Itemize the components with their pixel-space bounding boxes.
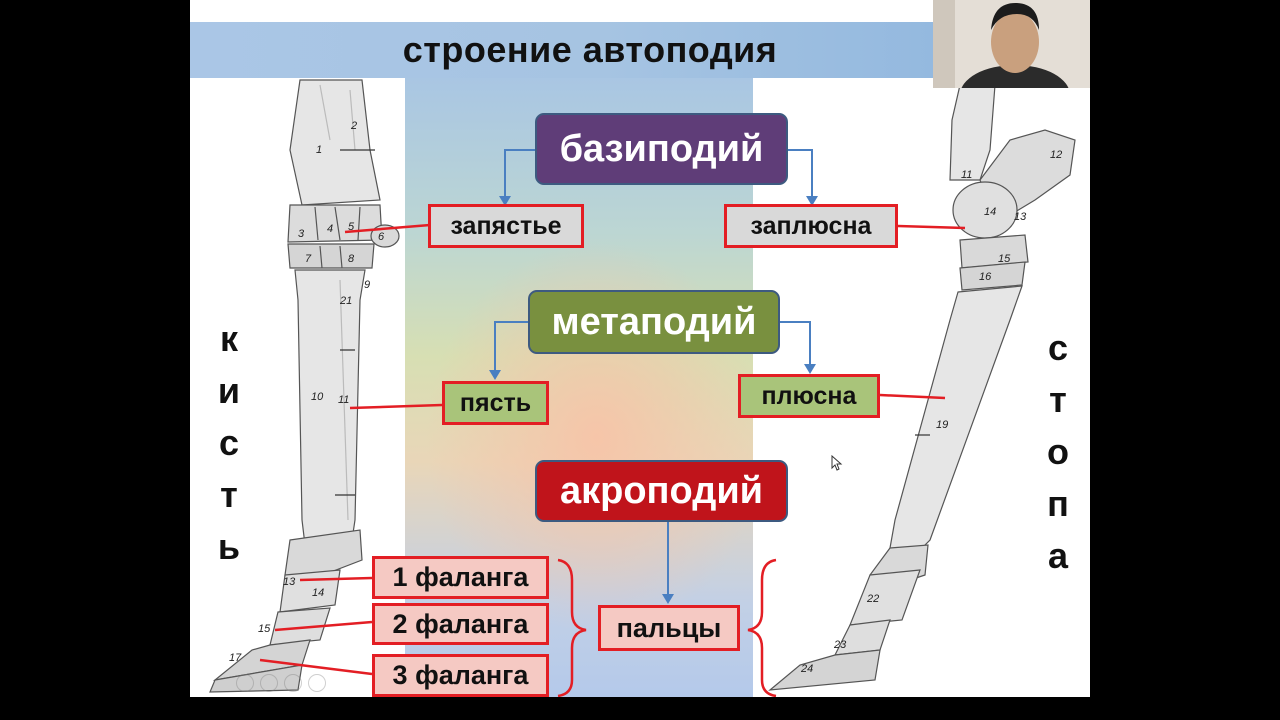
svg-text:11: 11 <box>961 169 972 181</box>
forelimb-letter: и <box>209 365 249 417</box>
basipodium-box: базиподий <box>535 113 788 185</box>
svg-text:10: 10 <box>311 391 324 403</box>
svg-text:23: 23 <box>833 639 847 651</box>
hindlimb-letter: т <box>1038 374 1078 426</box>
hindlimb-letter: с <box>1038 322 1078 374</box>
svg-text:21: 21 <box>339 295 352 307</box>
slide-title: строение автоподия <box>190 22 890 78</box>
forelimb-letter: т <box>209 469 249 521</box>
zoom-icon[interactable] <box>284 674 302 692</box>
svg-text:3: 3 <box>298 228 305 240</box>
svg-text:1: 1 <box>316 144 322 156</box>
svg-text:6: 6 <box>378 231 385 243</box>
more-icon[interactable] <box>308 674 326 692</box>
metapodium-box: метаподий <box>528 290 780 354</box>
svg-text:22: 22 <box>866 593 879 605</box>
mouse-cursor-icon <box>831 455 843 471</box>
hindlimb-side-label: с т о п а <box>1038 322 1078 582</box>
svg-text:2: 2 <box>350 120 357 132</box>
webcam-video-icon <box>933 0 1090 88</box>
svg-text:14: 14 <box>984 206 996 218</box>
hindlimb-letter: о <box>1038 426 1078 478</box>
playback-controls <box>236 674 326 692</box>
svg-text:24: 24 <box>800 663 813 675</box>
digits-box: пальцы <box>598 605 740 651</box>
tarsus-box: заплюсна <box>724 204 898 248</box>
forelimb-letter: с <box>209 417 249 469</box>
metatarsus-box: плюсна <box>738 374 880 418</box>
svg-text:15: 15 <box>998 253 1011 265</box>
svg-text:11: 11 <box>338 394 349 406</box>
forelimb-letter: к <box>209 313 249 365</box>
svg-text:12: 12 <box>1050 149 1062 161</box>
presentation-slide: 1 2 3 4 5 6 7 8 9 10 11 21 13 14 15 17 <box>190 0 1090 697</box>
phalanx-1-box: 1 фаланга <box>372 556 549 599</box>
svg-text:13: 13 <box>1014 211 1027 223</box>
back-icon[interactable] <box>236 674 254 692</box>
copy-icon[interactable] <box>260 674 278 692</box>
hindlimb-letter: а <box>1038 530 1078 582</box>
svg-text:14: 14 <box>312 587 324 599</box>
acropodium-box: акроподий <box>535 460 788 522</box>
svg-text:17: 17 <box>229 652 242 664</box>
svg-text:7: 7 <box>305 253 312 265</box>
svg-text:4: 4 <box>327 223 333 235</box>
svg-text:15: 15 <box>258 623 271 635</box>
phalanx-2-box: 2 фаланга <box>372 603 549 645</box>
forelimb-letter: ь <box>209 521 249 573</box>
forelimb-side-label: к и с т ь <box>209 313 249 573</box>
carpus-box: запястье <box>428 204 584 248</box>
svg-text:9: 9 <box>364 279 370 291</box>
metacarpus-box: пясть <box>442 381 549 425</box>
svg-text:19: 19 <box>936 419 948 431</box>
hindlimb-letter: п <box>1038 478 1078 530</box>
svg-text:13: 13 <box>283 576 296 588</box>
phalanx-3-box: 3 фаланга <box>372 654 549 697</box>
svg-text:8: 8 <box>348 253 355 265</box>
svg-text:16: 16 <box>979 271 992 283</box>
